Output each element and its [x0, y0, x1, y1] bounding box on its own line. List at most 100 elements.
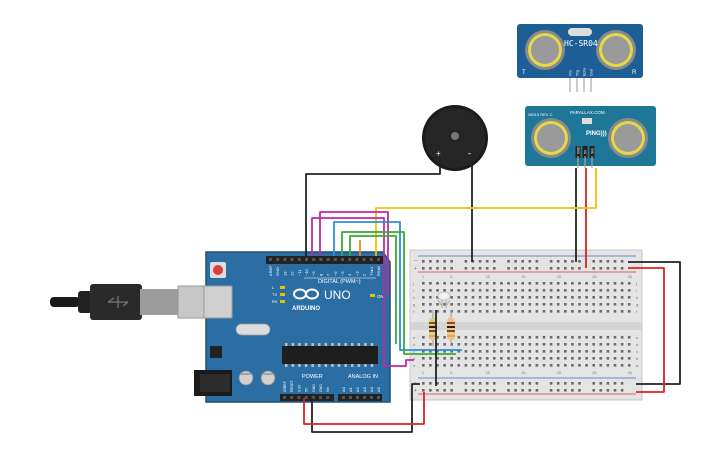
breadboard-hole[interactable]: [535, 296, 539, 299]
breadboard-hole[interactable]: [535, 350, 539, 353]
breadboard-hole[interactable]: [514, 343, 517, 346]
rail-hole[interactable]: [592, 382, 595, 385]
rail-hole[interactable]: [592, 267, 595, 270]
header-pin[interactable]: [370, 396, 373, 399]
header-pin[interactable]: [290, 258, 294, 261]
breadboard-hole[interactable]: [620, 282, 624, 285]
breadboard-hole[interactable]: [528, 296, 532, 299]
rail-hole[interactable]: [564, 267, 567, 270]
breadboard-hole[interactable]: [542, 303, 546, 306]
breadboard-hole[interactable]: [627, 343, 631, 346]
breadboard-hole[interactable]: [521, 289, 524, 292]
rail-hole[interactable]: [564, 389, 567, 392]
header-pin[interactable]: [377, 258, 380, 261]
breadboard-hole[interactable]: [578, 310, 581, 313]
rail-hole[interactable]: [450, 267, 453, 270]
breadboard-hole[interactable]: [443, 282, 446, 285]
breadboard-hole[interactable]: [500, 357, 503, 360]
breadboard-hole[interactable]: [521, 357, 524, 360]
breadboard-hole[interactable]: [578, 357, 581, 360]
breadboard-hole[interactable]: [627, 364, 631, 367]
breadboard-hole[interactable]: [500, 336, 503, 339]
breadboard-hole[interactable]: [549, 336, 553, 339]
breadboard-hole[interactable]: [556, 357, 560, 360]
breadboard-hole[interactable]: [422, 296, 425, 299]
breadboard-hole[interactable]: [457, 336, 461, 339]
breadboard-hole[interactable]: [613, 296, 617, 299]
header-pin[interactable]: [269, 258, 272, 261]
header-pin[interactable]: [362, 258, 366, 261]
breadboard-hole[interactable]: [500, 350, 503, 353]
breadboard-hole[interactable]: [457, 282, 461, 285]
rail-hole[interactable]: [592, 389, 595, 392]
breadboard-hole[interactable]: [443, 303, 446, 306]
rail-hole[interactable]: [493, 267, 496, 270]
breadboard-hole[interactable]: [613, 289, 617, 292]
breadboard-hole[interactable]: [464, 303, 468, 306]
rail-hole[interactable]: [620, 382, 624, 385]
breadboard-hole[interactable]: [436, 282, 439, 285]
rail-hole[interactable]: [528, 389, 532, 392]
rail-hole[interactable]: [493, 260, 496, 263]
breadboard-hole[interactable]: [535, 357, 539, 360]
breadboard-hole[interactable]: [429, 357, 432, 360]
rail-hole[interactable]: [485, 267, 489, 270]
header-pin[interactable]: [319, 258, 323, 261]
breadboard-hole[interactable]: [564, 343, 567, 346]
breadboard-hole[interactable]: [571, 296, 574, 299]
resistor[interactable]: [429, 310, 437, 346]
breadboard-hole[interactable]: [620, 343, 624, 346]
rail-hole[interactable]: [429, 260, 432, 263]
breadboard-hole[interactable]: [564, 350, 567, 353]
rail-hole[interactable]: [564, 260, 567, 263]
breadboard-hole[interactable]: [627, 336, 631, 339]
breadboard-hole[interactable]: [493, 336, 496, 339]
breadboard-hole[interactable]: [500, 343, 503, 346]
rail-hole[interactable]: [429, 389, 432, 392]
breadboard-hole[interactable]: [542, 310, 546, 313]
breadboard-hole[interactable]: [556, 303, 560, 306]
header-pin[interactable]: [348, 258, 352, 261]
breadboard-hole[interactable]: [478, 310, 482, 313]
breadboard-hole[interactable]: [422, 343, 425, 346]
rail-hole[interactable]: [620, 267, 624, 270]
breadboard-hole[interactable]: [457, 343, 461, 346]
rail-hole[interactable]: [535, 267, 539, 270]
breadboard-hole[interactable]: [535, 364, 539, 367]
breadboard-hole[interactable]: [500, 364, 503, 367]
breadboard-hole[interactable]: [599, 357, 603, 360]
breadboard-hole[interactable]: [528, 364, 532, 367]
rail-hole[interactable]: [606, 382, 610, 385]
rail-hole[interactable]: [429, 267, 432, 270]
breadboard-hole[interactable]: [542, 357, 546, 360]
breadboard-hole[interactable]: [493, 357, 496, 360]
breadboard-hole[interactable]: [429, 350, 432, 353]
breadboard-hole[interactable]: [578, 289, 581, 292]
breadboard-hole[interactable]: [485, 343, 489, 346]
rail-hole[interactable]: [549, 267, 553, 270]
breadboard-hole[interactable]: [542, 336, 546, 339]
breadboard-hole[interactable]: [528, 357, 532, 360]
breadboard-hole[interactable]: [585, 350, 588, 353]
rail-hole[interactable]: [606, 260, 610, 263]
header-pin[interactable]: [311, 396, 315, 399]
breadboard-hole[interactable]: [429, 364, 432, 367]
breadboard-hole[interactable]: [585, 282, 588, 285]
resistor[interactable]: [447, 310, 455, 346]
breadboard-hole[interactable]: [436, 364, 439, 367]
rail-hole[interactable]: [613, 260, 617, 263]
breadboard-hole[interactable]: [564, 364, 567, 367]
rail-hole[interactable]: [493, 382, 496, 385]
rail-hole[interactable]: [422, 260, 425, 263]
breadboard-hole[interactable]: [471, 350, 475, 353]
rail-hole[interactable]: [564, 382, 567, 385]
rail-hole[interactable]: [514, 267, 517, 270]
breadboard-hole[interactable]: [564, 282, 567, 285]
breadboard-hole[interactable]: [535, 303, 539, 306]
rail-hole[interactable]: [599, 267, 603, 270]
breadboard-hole[interactable]: [556, 336, 560, 339]
header-pin[interactable]: [319, 396, 322, 399]
breadboard-hole[interactable]: [464, 343, 468, 346]
breadboard-hole[interactable]: [528, 289, 532, 292]
